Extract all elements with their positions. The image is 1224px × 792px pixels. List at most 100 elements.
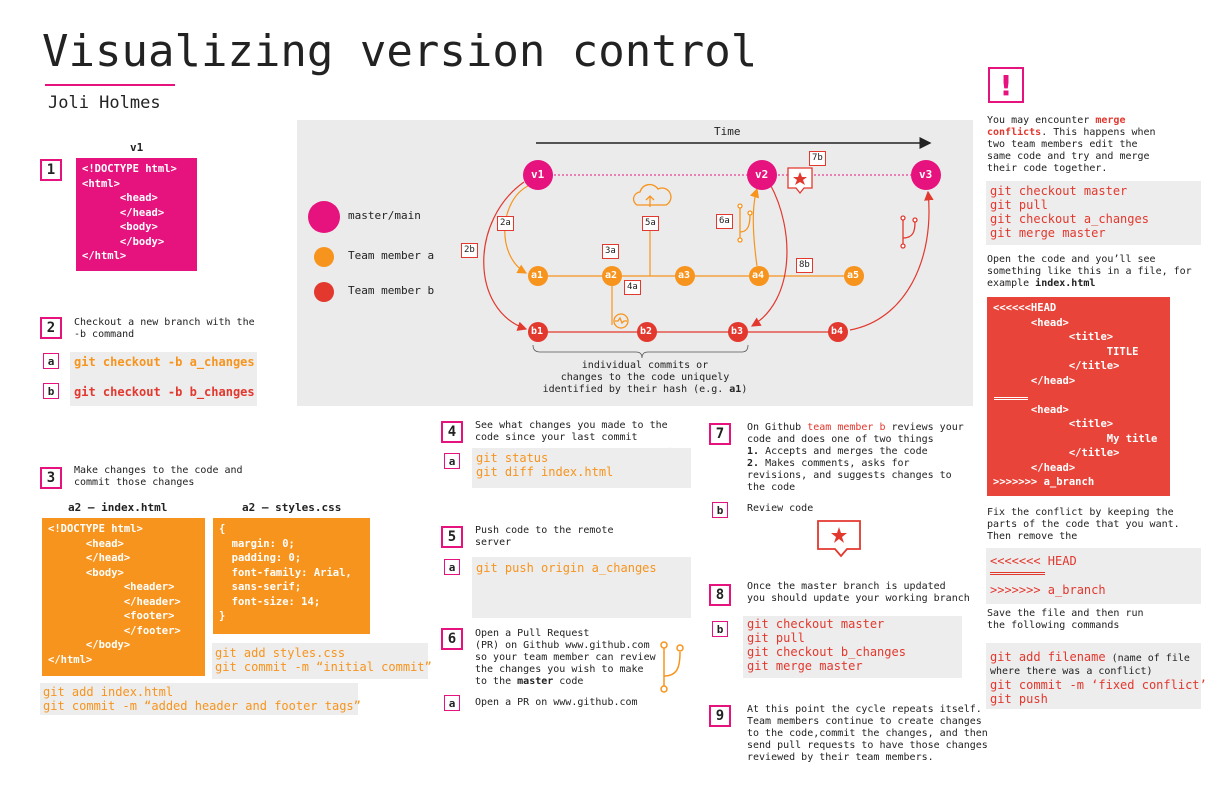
final-command-panel <box>986 643 1201 709</box>
remove-marker-separator <box>990 572 1045 575</box>
step-8-badge: 8 <box>709 584 731 606</box>
commit-caption-line-3: identified by their hash (e.g. a1) <box>500 384 790 396</box>
step-4-text: See what changes you made to the code si… <box>475 420 668 443</box>
step-7-option-2-number: 2. <box>747 458 760 469</box>
node-a5-label: a5 <box>847 270 860 281</box>
tag-3a: 3a <box>602 244 619 259</box>
step-8-command: git checkout master git pull git checkou… <box>747 617 906 673</box>
page-title: Visualizing version control <box>42 26 758 77</box>
step-6a-badge: a <box>444 695 460 711</box>
index-code-block: <!DOCTYPE html> <head> </head> <body> <h… <box>42 518 205 676</box>
v1-caption: v1 <box>130 141 144 154</box>
merge-intro-line-5: their code together. <box>987 163 1108 174</box>
step-6-line-5-prefix: to the <box>475 676 518 687</box>
step-4-panel <box>472 448 691 488</box>
step-7b-text: Review code <box>747 503 814 514</box>
node-v3-label: v3 <box>919 168 933 181</box>
node-a1 <box>528 266 548 286</box>
branch-diagram-panel <box>297 120 973 406</box>
fix-conflict-text: Fix the conflict by keeping the parts of… <box>987 507 1180 542</box>
index-commit-command: git add index.html git commit -m “added … <box>40 683 361 715</box>
step-7-line-4: 2. Makes comments, asks for <box>747 458 964 470</box>
step-5-command: git push origin a_changes <box>476 561 657 575</box>
step-6-line-5-suffix: code <box>553 676 584 687</box>
node-a1-label: a1 <box>531 270 544 281</box>
step-4a-badge: a <box>444 453 460 469</box>
tag-6a: 6a <box>716 214 733 229</box>
node-a3-label: a3 <box>678 270 691 281</box>
legend-b-label: Team member b <box>348 284 435 297</box>
review-comment-icon <box>787 167 813 195</box>
step-7-line-1-prefix: On Github <box>747 422 808 433</box>
node-a3 <box>675 266 695 286</box>
commit-caption-line-2: changes to the code uniquely <box>560 372 730 383</box>
node-b3-label: b3 <box>731 326 744 337</box>
git-push-command: git push <box>990 692 1048 706</box>
step-9-text: At this point the cycle repeats itself. … <box>747 704 988 763</box>
step-7-line-6: the code <box>747 482 796 493</box>
git-add-command: git add filename <box>990 650 1106 664</box>
step-1-badge: 1 <box>40 159 62 181</box>
step-7-option-1-number: 1. <box>747 446 760 457</box>
open-code-prefix: example <box>987 278 1036 289</box>
merge-intro-line-2: conflicts. This happens when <box>987 127 1156 139</box>
node-v3 <box>911 160 941 190</box>
merge-word: merge <box>1095 115 1126 126</box>
step-3-text: Make changes to the code and commit thos… <box>74 465 243 488</box>
conflict-separator <box>994 397 1028 400</box>
example-filename: index.html <box>1035 278 1096 289</box>
step-2-command-panel <box>70 352 257 406</box>
legend-master-label: master/main <box>348 209 421 222</box>
merge-intro-line-1: You may encounter merge <box>987 115 1156 127</box>
step-5a-badge: a <box>444 559 460 575</box>
node-a4-label: a4 <box>752 270 765 281</box>
node-b2 <box>637 322 657 342</box>
step-4-badge: 4 <box>441 421 463 443</box>
styles-commit-command: git add styles.css git commit -m “initia… <box>212 643 432 679</box>
step-6-line-4: the changes you wish to make <box>475 664 644 675</box>
step-2-text: Checkout a new branch with the -b comman… <box>74 317 255 340</box>
save-file-text: Save the file and then run the following… <box>987 608 1144 631</box>
diff-activity-icon <box>613 313 629 329</box>
b4-to-v3-arrow <box>849 190 934 331</box>
git-commit-command: git commit -m ‘fixed conflict’ <box>990 678 1207 692</box>
open-code-line-1: Open the code and you’ll see <box>987 254 1156 265</box>
step-7-option-1: Accepts and merges the code <box>759 446 928 457</box>
node-v2 <box>747 160 777 190</box>
legend-b-swatch <box>314 282 334 302</box>
styles-caption: a2 – styles.css <box>242 501 342 514</box>
step-6-line-5: to the master code <box>475 676 656 688</box>
step-6-badge: 6 <box>441 628 463 650</box>
step-6-line-3: so your team member can review <box>475 652 656 663</box>
step-6a-text: Open a PR on www.github.com <box>475 697 638 708</box>
v1-to-b1-arrow <box>483 181 528 331</box>
tag-2a: 2a <box>497 216 514 231</box>
node-a2 <box>602 266 622 286</box>
step-6-text: Open a Pull Request(PR) on Github www.gi… <box>475 628 656 688</box>
commit-brace <box>532 344 749 359</box>
step-7-line-1-suffix: reviews your <box>885 422 964 433</box>
git-add-note: (name of file <box>1105 653 1190 664</box>
merge-intro-suffix: . This happens when <box>1041 127 1156 138</box>
step-7b-badge: b <box>712 502 728 518</box>
a4-to-v2-arrow <box>749 187 760 267</box>
step-7-line-2: code and does one of two things <box>747 434 934 445</box>
step-2b-command: git checkout -b b_changes <box>74 385 255 399</box>
node-b3 <box>728 322 748 342</box>
commit-caption-suffix: ) <box>741 384 748 395</box>
time-label: Time <box>714 125 741 138</box>
step-4-command: git status git diff index.html <box>476 451 614 479</box>
index-caption: a2 – index.html <box>68 501 168 514</box>
step-7-line-3: 1. Accepts and merges the code <box>747 446 964 458</box>
pull-request-icon <box>737 203 753 243</box>
open-pr-icon <box>660 641 684 693</box>
step-7-badge: 7 <box>709 423 731 445</box>
step-3-badge: 3 <box>40 467 62 489</box>
legend-a-swatch <box>314 247 334 267</box>
node-v1 <box>523 160 553 190</box>
merge-intro-prefix: You may encounter <box>987 115 1096 126</box>
step-2b-badge: b <box>43 383 59 399</box>
